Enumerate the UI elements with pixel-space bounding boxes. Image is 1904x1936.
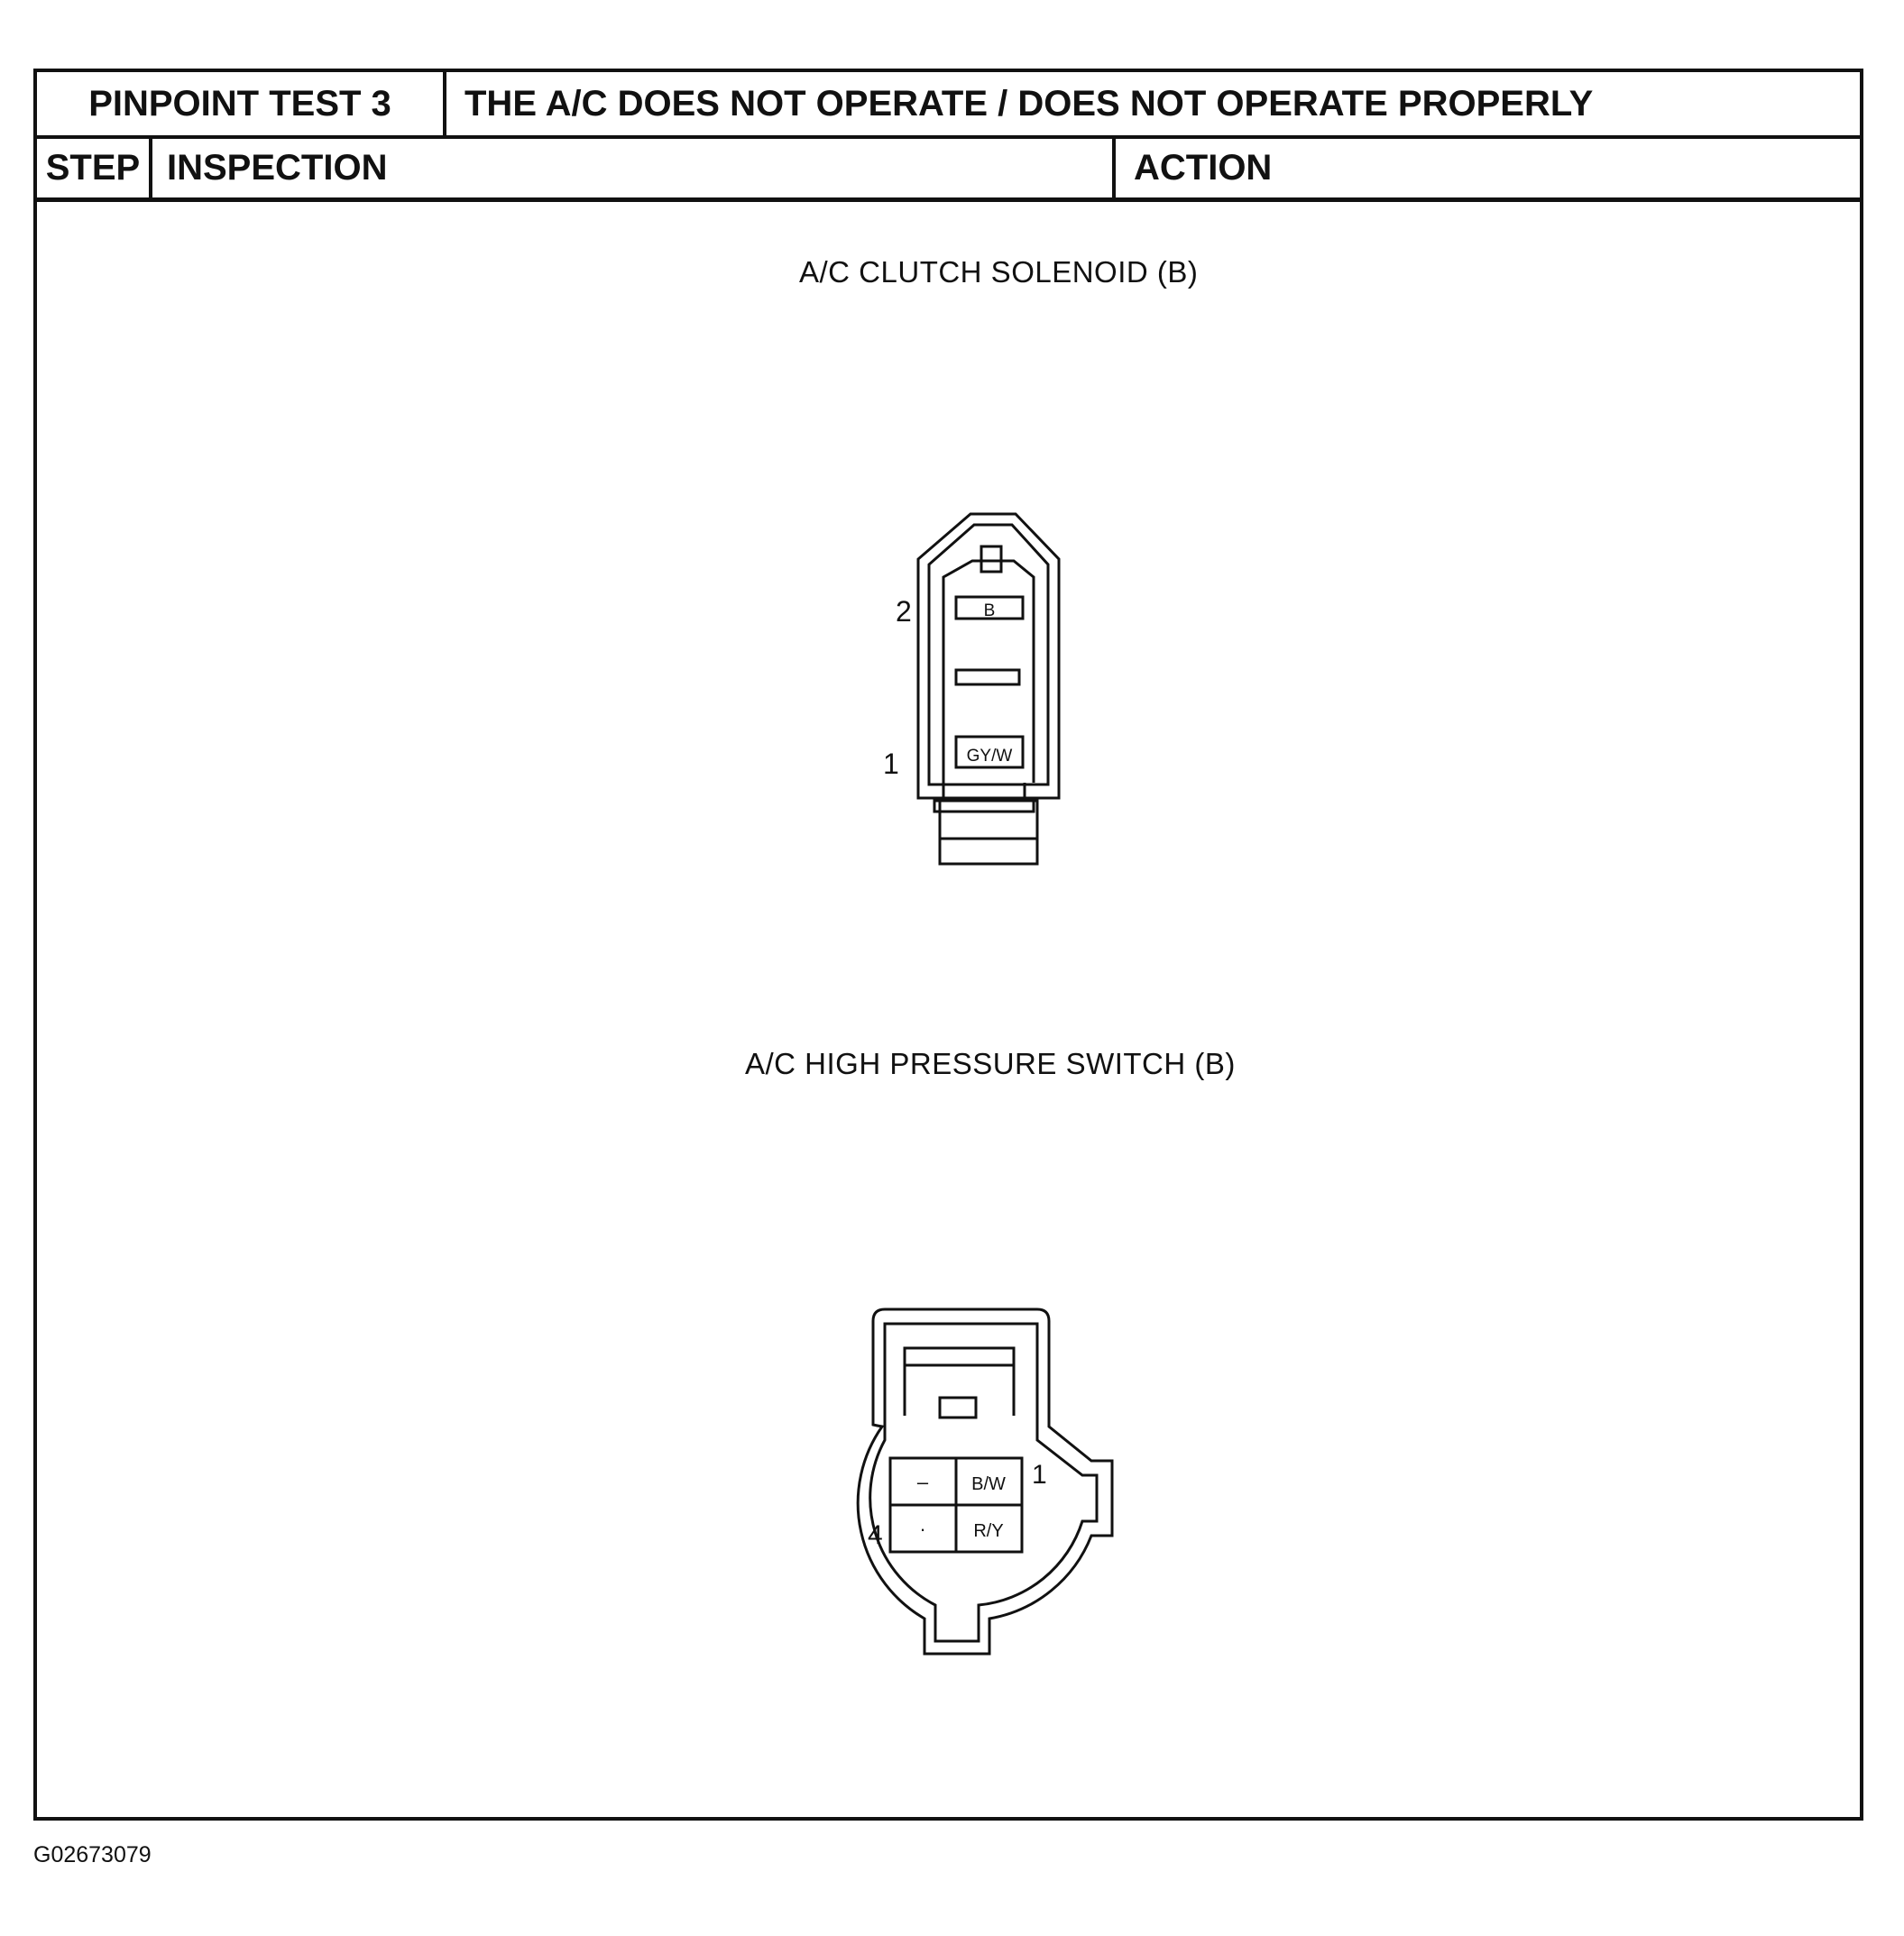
solenoid-outer-shell	[916, 512, 1061, 800]
pressure-switch-connector	[856, 1307, 1114, 1656]
switch-pin-4-number: 4	[868, 1520, 883, 1550]
inspection-column-header: INSPECTION	[152, 139, 1116, 197]
pinpoint-test-sheet: PINPOINT TEST 3 THE A/C DOES NOT OPERATE…	[33, 69, 1863, 1821]
solenoid-pin-1-wire-color: GY/W	[967, 747, 1013, 766]
solenoid-pin-2-number: 2	[896, 595, 912, 628]
switch-cavity-4-label: ·	[919, 1518, 925, 1540]
figure-id: G02673079	[33, 1842, 152, 1867]
test-header-row: PINPOINT TEST 3 THE A/C DOES NOT OPERATE…	[37, 72, 1860, 139]
solenoid-latch-tab	[980, 545, 1003, 573]
switch-pin-1-number: 1	[1032, 1460, 1047, 1490]
pressure-switch-caption: A/C HIGH PRESSURE SWITCH (B)	[745, 1047, 1236, 1080]
switch-cavity-1-wire-color: B/W	[971, 1474, 1006, 1494]
clutch-solenoid-caption: A/C CLUTCH SOLENOID (B)	[799, 255, 1199, 289]
solenoid-center-rib	[954, 668, 1021, 686]
switch-latch-tab	[938, 1396, 978, 1419]
solenoid-plug-base	[938, 799, 1039, 866]
solenoid-pin-2-terminal	[954, 595, 1025, 620]
action-column-header: ACTION	[1134, 148, 1273, 188]
switch-key-slot	[903, 1346, 1016, 1416]
solenoid-cavity-wall	[942, 559, 1035, 783]
solenoid-inner-shell	[927, 523, 1050, 786]
step-column-header: STEP	[37, 139, 152, 197]
column-header-row: STEP INSPECTION ACTION	[37, 139, 1860, 202]
clutch-solenoid-connector	[916, 512, 1061, 866]
test-title: THE A/C DOES NOT OPERATE / DOES NOT OPER…	[465, 83, 1594, 124]
switch-inner-housing	[869, 1322, 1099, 1643]
test-id: PINPOINT TEST 3	[37, 72, 446, 135]
switch-cavity-3-label: –	[917, 1471, 929, 1493]
solenoid-pin-1-terminal	[954, 735, 1025, 769]
solenoid-pin-2-wire-color: B	[984, 601, 996, 620]
switch-cavity-2-wire-color: R/Y	[973, 1521, 1003, 1541]
switch-outer-housing	[856, 1307, 1114, 1656]
solenoid-pin-1-number: 1	[883, 748, 899, 780]
